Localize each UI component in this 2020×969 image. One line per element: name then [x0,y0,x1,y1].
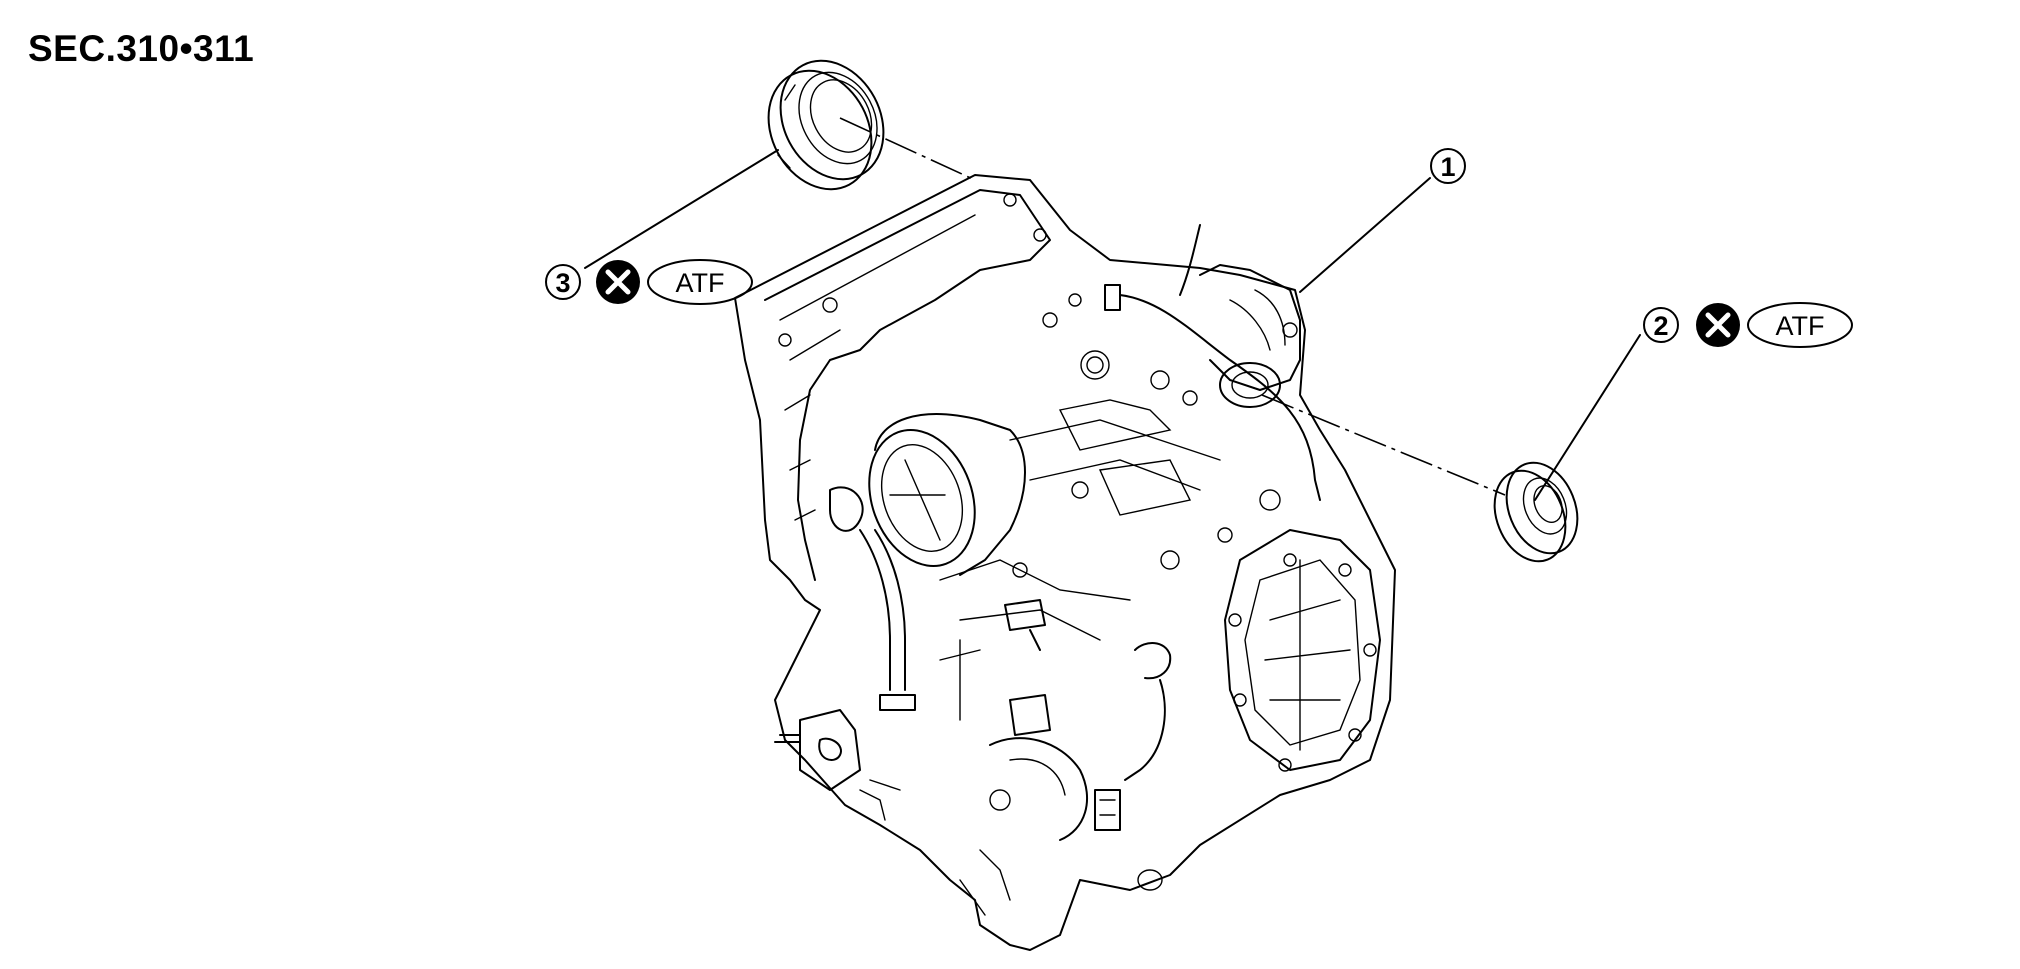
callout-1: 1 [1430,148,1466,184]
callout-1-number: 1 [1440,152,1455,182]
oil-seal-left [767,59,885,191]
callout-3: 3 ATF [545,259,753,305]
do-not-reuse-icon [1696,303,1740,347]
callout-3-number: 3 [555,268,570,298]
centerline-right [1261,394,1506,496]
oil-seal-right [1493,461,1579,563]
leader-line-3 [584,149,779,269]
callout-2: 2 ATF [1643,302,1853,348]
callout-2-number: 2 [1653,311,1668,341]
do-not-reuse-icon [596,260,640,304]
callout-2-note-label: ATF [1776,311,1825,341]
leader-line-1 [1299,177,1431,293]
section-code: SEC.310•311 [28,28,255,69]
transaxle-assembly-drawing [734,174,1396,951]
centerline-left [839,117,976,181]
callout-3-note-label: ATF [676,268,725,298]
leader-line-2 [1534,334,1641,501]
